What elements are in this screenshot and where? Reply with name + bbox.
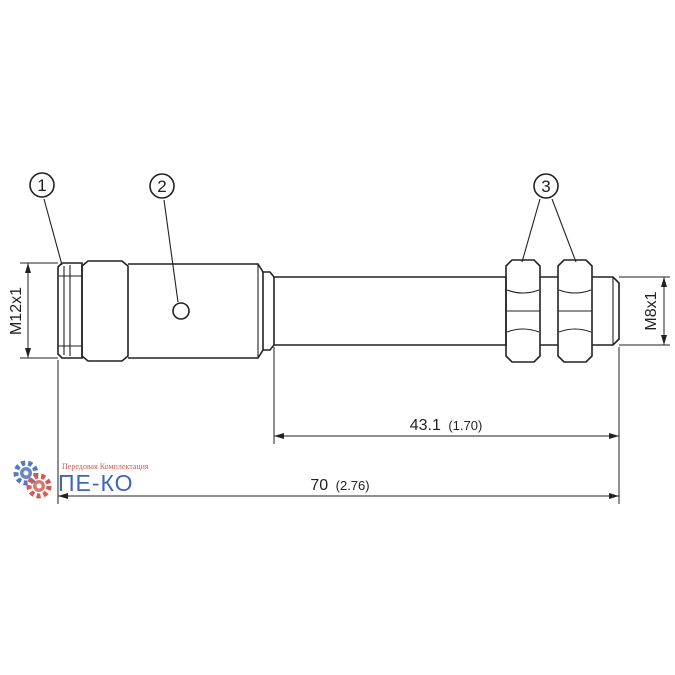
dimension-70-text: 70 (2.76): [310, 477, 369, 494]
callout-3: 3: [533, 173, 559, 199]
callout-2-circle: [149, 173, 175, 199]
callout-3-number: 3: [541, 177, 550, 196]
dimension-thread-right: M8x1: [619, 276, 670, 346]
callout-leaders: [43, 198, 577, 303]
callout-1-circle: [29, 172, 55, 198]
callout-2-number: 2: [157, 177, 166, 196]
watermark-small-text: Передовая Комплектация: [62, 462, 149, 471]
dimension-43: 43.1 (1.70): [274, 417, 619, 439]
gear-logo-icon: [13, 460, 52, 499]
dimension-70: 70 (2.76): [58, 477, 619, 499]
watermark-logo: Передовая Комплектация ПЕ-КО: [8, 456, 168, 504]
extension-lines: [57, 347, 620, 504]
callout-2: 2: [149, 173, 175, 199]
dimension-thread-left: M12x1: [8, 262, 58, 359]
callout-1-number: 1: [37, 176, 46, 195]
callout-3-circle: [533, 173, 559, 199]
thread-right-label: M8x1: [643, 291, 660, 330]
dimension-43-text: 43.1 (1.70): [410, 417, 483, 434]
watermark-big-text: ПЕ-КО: [58, 470, 134, 496]
callout-1: 1: [29, 172, 55, 198]
sensor-body: [57, 259, 620, 363]
thread-left-label: M12x1: [8, 287, 25, 335]
